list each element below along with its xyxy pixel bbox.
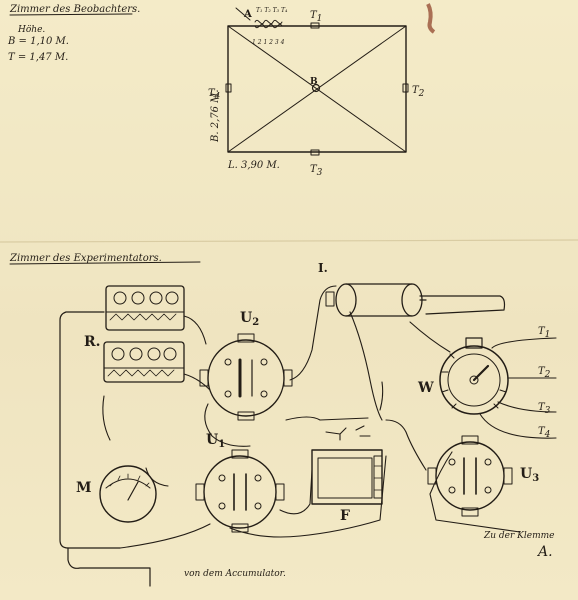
wire-u3-to-clamp <box>429 451 521 533</box>
line-t4 <box>479 413 557 439</box>
line-t3 <box>497 401 557 413</box>
switch-u1 <box>195 449 285 533</box>
label-t1: T1 <box>310 10 322 24</box>
wire-inductor-loop <box>419 295 506 315</box>
marker-t2 <box>402 83 409 93</box>
wire-u2-to-f <box>285 416 369 421</box>
height-label: Höhe. <box>17 25 45 35</box>
line-t1 <box>491 337 557 349</box>
label-u1: U1 <box>206 432 225 450</box>
galvanometer-m <box>99 465 157 523</box>
accumulator-note: von dem Accumulator. <box>184 569 286 579</box>
switch-u3 <box>427 435 513 517</box>
frame-f <box>311 449 383 505</box>
observer-heading-underline <box>9 13 133 16</box>
wire-meter-to-u1 <box>145 467 169 487</box>
resistance-box-r <box>103 285 185 383</box>
center-point-b <box>311 83 321 93</box>
label-u3: U3 <box>520 466 539 484</box>
bottom-dimension: L. 3,90 M. <box>227 160 280 171</box>
experimenter-heading-underline <box>9 261 201 265</box>
terminal-coils <box>254 19 283 25</box>
wire-small-lead <box>379 381 384 411</box>
line-label-t4: T4 <box>538 426 551 440</box>
label-t4: T4 <box>208 88 221 102</box>
wire-inductor-to-w <box>409 321 451 353</box>
label-r: R. <box>84 334 101 350</box>
svg-text:B. 2,76 M.: B. 2,76 M. <box>210 89 221 143</box>
wire-r-to-u2 <box>183 315 207 345</box>
induction-coil-i <box>325 283 427 317</box>
wire-accumulator-lead <box>67 547 151 587</box>
experimenter-room-heading: Zimmer des Experimentators. <box>9 253 162 264</box>
height-b-value: B = 1,10 M. <box>7 36 69 47</box>
marker-t1 <box>310 22 320 29</box>
observer-room-outline <box>227 25 407 153</box>
wire-r-lower-to-u2 <box>183 373 211 391</box>
line-label-t2: T2 <box>538 366 551 380</box>
terminal-lead-wire <box>235 7 251 21</box>
center-label-b: B <box>310 77 318 87</box>
marker-t3 <box>310 149 320 156</box>
terminal-bottom-numbers: 1 2 1 2 3 4 <box>252 39 285 46</box>
line-label-t1: T1 <box>538 326 550 340</box>
corner-label-a: A <box>243 9 252 20</box>
wire-meter-to-u1-lower <box>119 523 211 549</box>
wire-left-loop <box>59 311 121 549</box>
wire-meter-rheostat <box>102 395 111 441</box>
marker-t4 <box>225 83 232 93</box>
wire-u2-to-u1 <box>204 403 251 447</box>
label-u2: U2 <box>240 310 259 328</box>
observer-room-heading: Zimmer des Beobachters. <box>9 4 140 15</box>
wire-u1-bottom <box>229 455 387 538</box>
diagonal-line-b <box>227 25 407 153</box>
terminal-coils-lower <box>254 23 283 29</box>
side-dimension: B. 2,76 M. <box>210 89 221 143</box>
label-f: F <box>340 508 350 524</box>
clamp-note: Zu der Klemme <box>483 531 554 541</box>
terminal-top-numbers: T₁ T₂ T₃ T₄ <box>256 7 288 14</box>
wire-u2-to-inductor <box>289 285 337 381</box>
label-t2: T2 <box>412 85 425 99</box>
label-w: W <box>417 380 434 396</box>
switch-u2 <box>199 333 293 421</box>
paper-fold-line <box>0 239 578 243</box>
wire-inductor-down <box>349 311 383 421</box>
clamp-label: A. <box>536 544 553 560</box>
label-i: I. <box>318 261 328 275</box>
wire-u1-to-f <box>279 469 313 515</box>
height-t-value: T = 1,47 M. <box>8 52 68 63</box>
telegraph-key <box>325 425 371 441</box>
commutator-w <box>439 337 509 415</box>
label-t3: T3 <box>310 164 323 178</box>
line-label-t3: T3 <box>538 402 551 416</box>
label-m: M <box>76 480 92 496</box>
wire-f-to-u3 <box>385 419 427 471</box>
ink-stain <box>426 3 436 34</box>
